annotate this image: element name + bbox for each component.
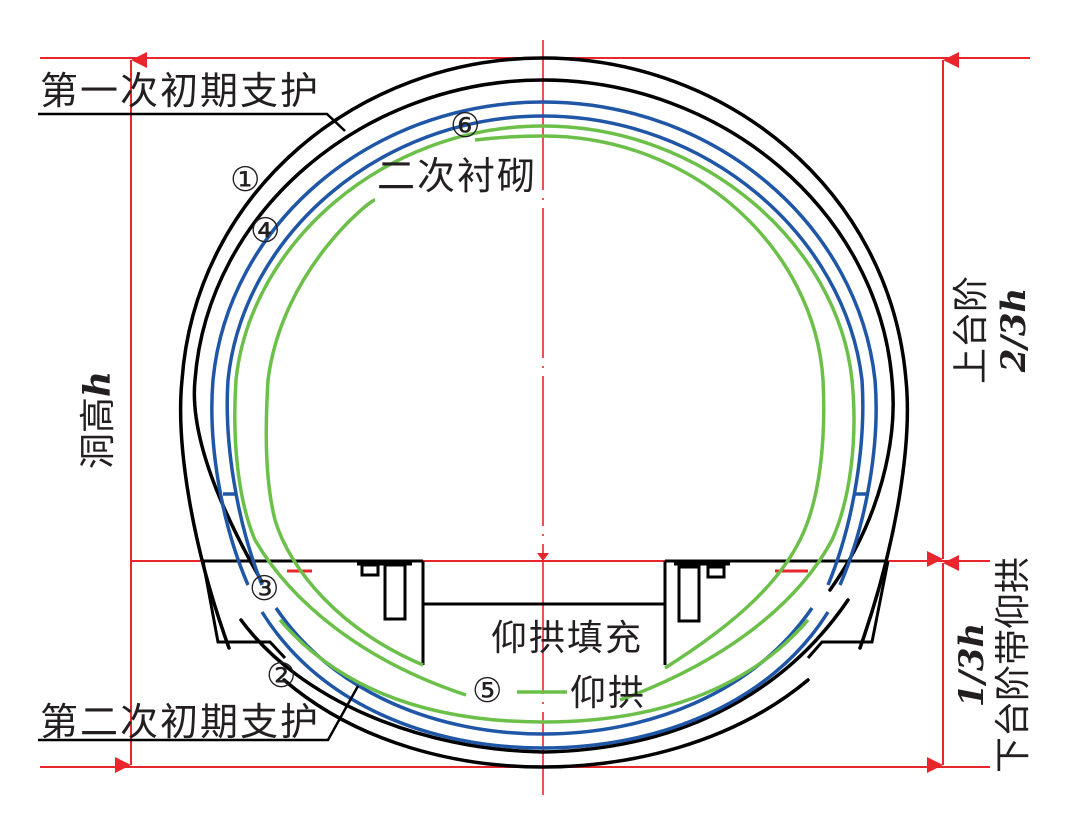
marker-6: ⑥ — [450, 106, 480, 146]
height-label: 洞高h — [77, 371, 119, 469]
first-support-label: 第一次初期支护 — [40, 69, 320, 113]
height-label-text: 洞高 — [78, 397, 119, 469]
height-label-group: 洞高h — [77, 371, 119, 469]
height-label-var: h — [77, 371, 119, 397]
right-ditch-large — [677, 565, 701, 623]
left-ditch-small — [360, 563, 380, 577]
lining-inner-right — [474, 134, 826, 670]
right-foot-outline — [806, 560, 890, 659]
right-ditch-small — [706, 565, 726, 579]
marker-2: ② — [266, 656, 296, 696]
marker-4: ④ — [250, 211, 280, 251]
left-foot-outline — [201, 560, 287, 660]
secondary-lining-label: 二次衬砌 — [377, 154, 537, 198]
lower-bench-label: 下台阶带仰拱 — [993, 557, 1034, 773]
primary-support — [178, 56, 910, 769]
first-support-leader — [38, 112, 346, 132]
second-support-label: 第二次初期支护 — [40, 700, 320, 744]
steel-arch-invert-outer — [260, 611, 830, 750]
outer-support-ring — [178, 56, 910, 650]
lower-bench-value-group: 1/3h — [952, 623, 992, 707]
steel-arch-inner — [225, 114, 865, 586]
invert-support-inner — [239, 598, 850, 754]
upper-bench-value: 2/3h — [994, 288, 1034, 373]
upper-bench-value-group: 2/3h — [994, 288, 1034, 373]
lining-inner — [264, 198, 424, 667]
steel-arch-outer — [210, 100, 878, 586]
upper-bench-label: 上台阶 — [951, 276, 992, 384]
invert-fill-label: 仰拱填充 — [491, 618, 643, 659]
lining-outer — [233, 124, 856, 702]
invert-support-outer — [282, 678, 810, 769]
second-support-leader — [38, 685, 360, 742]
invert-label: 仰拱 — [570, 673, 646, 714]
inner-support-ring — [192, 78, 895, 592]
marker-5: ⑤ — [472, 671, 502, 711]
upper-bench-label-group: 上台阶 — [951, 276, 992, 384]
secondary-lining — [233, 124, 856, 724]
lower-bench-value: 1/3h — [952, 623, 992, 707]
marker-1: ① — [230, 160, 260, 200]
lining-outer-bottom — [278, 618, 810, 724]
lower-bench-label-group: 下台阶带仰拱 — [993, 557, 1034, 773]
center-arrow — [537, 553, 549, 561]
left-ditch-large — [383, 563, 407, 621]
marker-3: ③ — [249, 569, 279, 609]
leader-lines — [38, 112, 360, 742]
